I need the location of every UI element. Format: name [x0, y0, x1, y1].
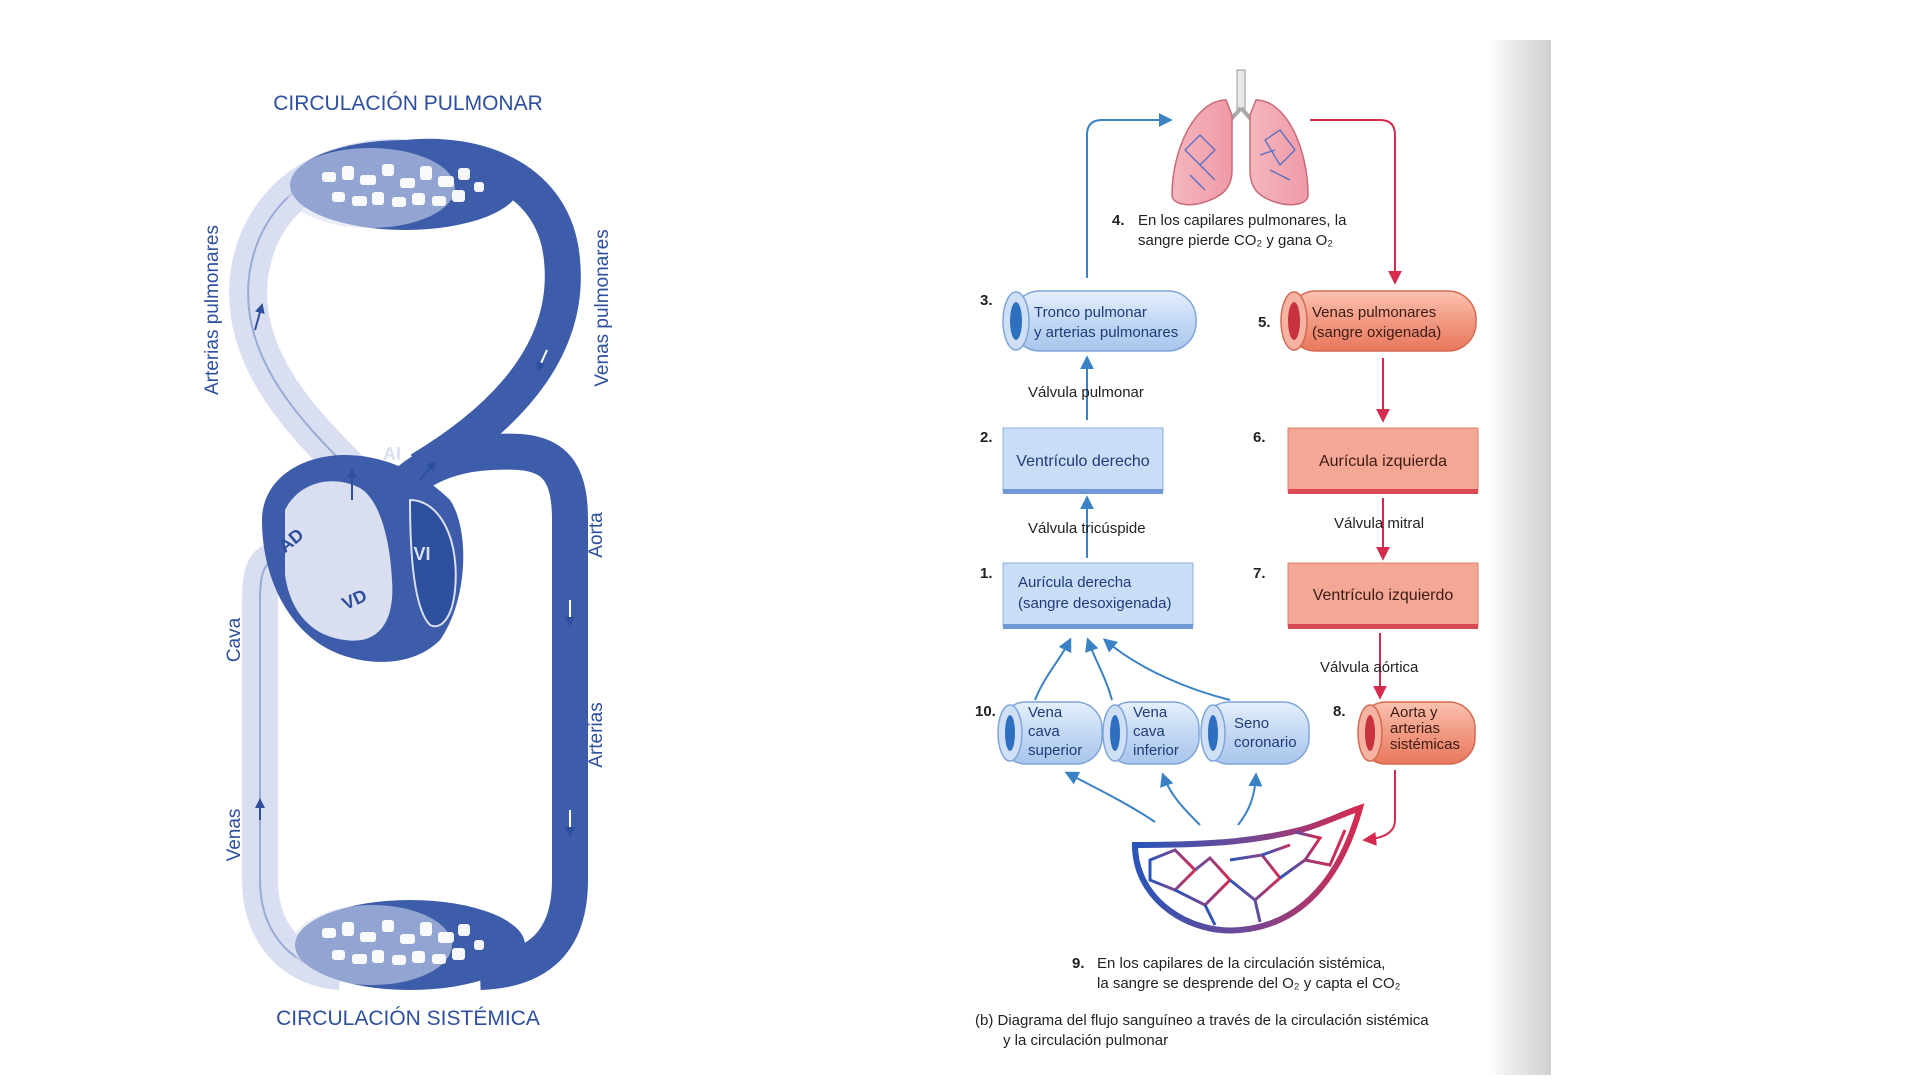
valve-aortica-label: Válvula aórtica	[1320, 659, 1419, 676]
vena-cava-superior-line1: Vena	[1028, 704, 1063, 721]
step4-line2: sangre pierde CO₂ y gana O₂	[1138, 232, 1333, 249]
label-venas-pulmonares: Venas pulmonares	[592, 229, 613, 386]
caption-line1: (b) Diagrama del flujo sanguíneo a travé…	[975, 1012, 1429, 1029]
right-heart-chambers	[285, 481, 393, 641]
lungs-illustration	[1171, 69, 1309, 206]
step5-line1: Venas pulmonares	[1312, 304, 1436, 321]
step8-line2: arterias	[1390, 720, 1440, 737]
valve-pulmonar-label: Válvula pulmonar	[1028, 384, 1144, 401]
step6-number: 6.	[1253, 429, 1266, 446]
caption-line2: y la circulación pulmonar	[1003, 1032, 1168, 1049]
step5-venas-pulmonares-vessel	[1280, 290, 1477, 352]
systemic-capillary-network	[1131, 803, 1365, 934]
title-circulacion-sistemica: CIRCULACIÓN SISTÉMICA	[276, 1007, 540, 1030]
vena-cava-inferior-line3: inferior	[1133, 742, 1179, 759]
step4-line1: En los capilares pulmonares, la	[1138, 212, 1347, 229]
step1-line2: (sangre desoxigenada)	[1018, 595, 1171, 612]
step10-number: 10.	[975, 703, 996, 720]
label-aorta: Aorta	[586, 512, 607, 558]
label-vi: VI	[413, 544, 430, 564]
step7-label: Ventrículo izquierdo	[1313, 587, 1454, 604]
valve-mitral-label: Válvula mitral	[1334, 515, 1424, 532]
vena-cava-inferior-line2: cava	[1133, 723, 1165, 740]
step2-number: 2.	[980, 429, 993, 446]
step9-line2: la sangre se desprende del O₂ y capta el…	[1097, 975, 1401, 992]
step3-tronco-pulmonar-vessel	[1002, 290, 1197, 352]
label-ai: AI	[383, 444, 401, 464]
step3-line2: y arterias pulmonares	[1034, 324, 1178, 341]
vena-cava-superior-line3: superior	[1028, 742, 1082, 759]
vena-cava-inferior-vessel	[1102, 701, 1200, 765]
page-edge-shadow	[1487, 40, 1551, 1075]
left-circulation-diagram: CIRCULACIÓN PULMONAR CIRCULACIÓN SISTÉMI…	[202, 92, 613, 1030]
seno-coronario-line1: Seno	[1234, 715, 1269, 732]
step7-number: 7.	[1253, 565, 1266, 582]
title-circulacion-pulmonar: CIRCULACIÓN PULMONAR	[273, 92, 543, 115]
vena-cava-inferior-line1: Vena	[1133, 704, 1168, 721]
seno-coronario-vessel	[1200, 701, 1310, 765]
step6-label: Aurícula izquierda	[1319, 453, 1447, 470]
vena-cava-superior-line2: cava	[1028, 723, 1060, 740]
step8-line1: Aorta y	[1390, 704, 1438, 721]
step3-line1: Tronco pulmonar	[1034, 304, 1147, 321]
right-flow-diagram: 4. En los capilares pulmonares, la sangr…	[975, 69, 1479, 1049]
seno-coronario-line2: coronario	[1234, 734, 1297, 751]
label-venas: Venas	[224, 809, 245, 862]
step1-line1: Aurícula derecha	[1018, 574, 1132, 591]
step9-number: 9.	[1072, 955, 1085, 972]
step8-aorta-vessel	[1357, 701, 1476, 765]
step2-label: Ventrículo derecho	[1016, 453, 1150, 470]
step5-line2: (sangre oxigenada)	[1312, 324, 1441, 341]
valve-tricuspide-label: Válvula tricúspide	[1028, 520, 1146, 537]
step4-number: 4.	[1112, 212, 1125, 229]
step8-line3: sistémicas	[1390, 736, 1460, 753]
step1-auricula-derecha-box	[1002, 562, 1194, 627]
label-arterias: Arterias	[586, 702, 607, 767]
step5-number: 5.	[1258, 314, 1271, 331]
label-cava: Cava	[224, 617, 245, 662]
vena-cava-superior-vessel	[997, 701, 1103, 765]
step3-number: 3.	[980, 292, 993, 309]
aorta-vessel	[398, 433, 588, 990]
step7-ventriculo-izquierdo-box	[1287, 562, 1479, 627]
step1-number: 1.	[980, 565, 993, 582]
left-heart-chambers	[408, 498, 457, 628]
step8-number: 8.	[1333, 703, 1346, 720]
step9-line1: En los capilares de la circulación sisté…	[1097, 955, 1385, 972]
label-arterias-pulmonares: Arterias pulmonares	[202, 225, 223, 395]
step2-ventriculo-derecho-box	[1002, 427, 1164, 492]
